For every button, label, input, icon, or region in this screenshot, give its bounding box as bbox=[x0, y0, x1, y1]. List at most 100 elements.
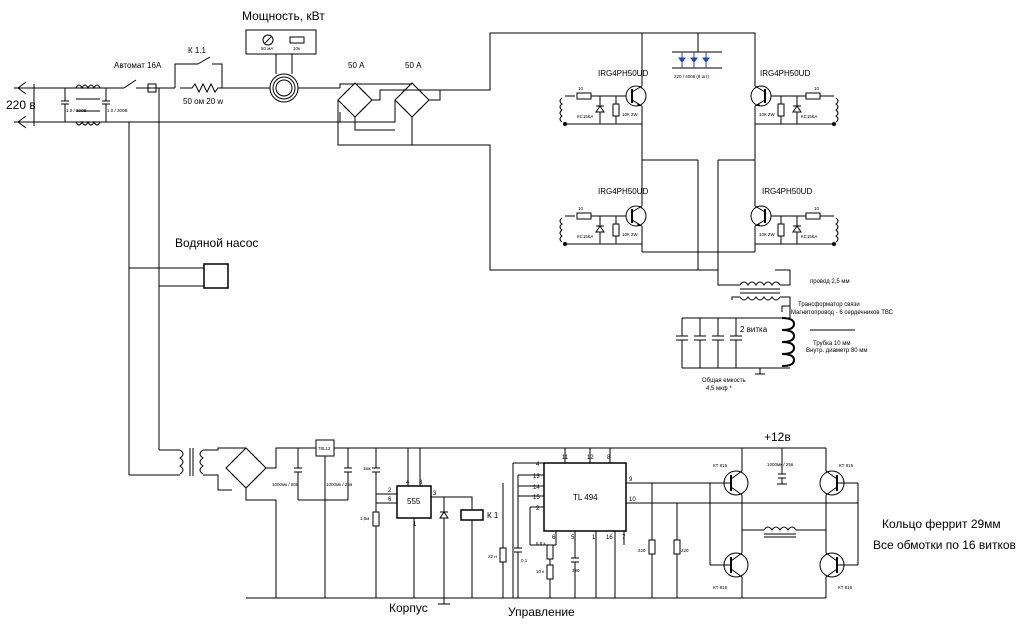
cpwm2-label: 0,1 bbox=[521, 558, 528, 563]
mains-filter-cap-1: 1.0 / 300В bbox=[61, 88, 87, 122]
rg-tl-label: 10 bbox=[578, 86, 584, 91]
coupling-transformer: провод 2,5 мм Трансформатор связи Магнит… bbox=[731, 269, 894, 318]
igbt-tr-label: IRG4PH50UD bbox=[760, 69, 810, 78]
breaker: Автомат 16А bbox=[114, 61, 175, 93]
mains-choke bbox=[75, 84, 101, 126]
timer-555: 555 4 8 2 6 3 1 bbox=[376, 448, 444, 598]
k1-label: К 1 bbox=[487, 511, 499, 520]
gate-driver-bottom-right: 10 КС156А 10К 2W bbox=[755, 206, 839, 246]
supply-caps: 1000мк / 50в 1000мк / 25в bbox=[272, 448, 353, 501]
cpwm3-label: 390 bbox=[572, 568, 580, 573]
pin-tl-6: 6 bbox=[552, 535, 556, 541]
pin-555-8: 8 bbox=[419, 480, 423, 486]
pin-tl-9: 9 bbox=[629, 477, 633, 483]
mains-filter-cap-2: 1.0 / 300В bbox=[102, 88, 128, 122]
pin-555-3: 3 bbox=[433, 491, 437, 497]
relay-contact-k11: К 1.1 bbox=[174, 46, 223, 88]
timer-rc: 1мк 1,5м bbox=[360, 448, 380, 598]
power-meter: 50 мА 10к Мощность, кВт bbox=[242, 9, 340, 103]
zener-tl-label: КС156А bbox=[577, 114, 593, 119]
tl494-label[interactable]: TL 494 bbox=[573, 493, 598, 502]
gate-driver-top-right: 10 КС156А 10К 2W bbox=[755, 86, 839, 126]
zener-bl-label: КС156А bbox=[577, 234, 593, 239]
cap-total-label-1: Общая емкость bbox=[702, 378, 746, 384]
pin-tl-13: 13 bbox=[533, 474, 540, 480]
pin-tl-1: 1 bbox=[592, 535, 596, 541]
pump-label: Водяной насос bbox=[175, 236, 258, 250]
base-resistors: 220 220 bbox=[638, 483, 689, 598]
transistor-kt815-top-left: КТ 815 bbox=[710, 448, 749, 530]
relay-coil-k1: К 1 bbox=[438, 496, 499, 605]
zener-tr-label: КС156А bbox=[801, 114, 817, 119]
ic555-label[interactable]: 555 bbox=[407, 497, 421, 506]
igbt-bl-label: IRG4PH50UD bbox=[598, 187, 648, 196]
pin-tl-2: 2 bbox=[536, 506, 540, 512]
igbt-tl-label: IRG4PH50UD bbox=[598, 69, 648, 78]
igbt-top-left: IRG4PH50UD bbox=[598, 69, 648, 160]
wire-label: провод 2,5 мм bbox=[810, 279, 850, 285]
cfilt2-label: 1000мк / 25в bbox=[326, 482, 353, 487]
pin-tl-11: 11 bbox=[562, 455, 569, 461]
regulator-78l12: 78L12 bbox=[315, 439, 782, 598]
transistor-kt816-bottom-left: КТ 816 bbox=[709, 483, 749, 598]
cpwm1-label: 22 н bbox=[488, 554, 497, 559]
bridge-rectifier-2: 50 А bbox=[394, 61, 430, 118]
zener-br-label: КС156А bbox=[801, 234, 817, 239]
mains-input: 220 в bbox=[6, 81, 340, 129]
pin-555-1: 1 bbox=[413, 522, 417, 528]
gate-drive-transformer bbox=[742, 526, 826, 538]
t2-label: КТ 816 bbox=[713, 585, 728, 590]
pin-tl-5: 5 bbox=[571, 535, 575, 541]
case-label: Корпус bbox=[389, 601, 428, 615]
pin-555-2: 2 bbox=[388, 488, 392, 494]
rpwm2-label: 10 к bbox=[536, 569, 544, 574]
ferrite-ring-note: Кольцо феррит 29мм bbox=[882, 517, 1001, 531]
cap-total-label-2: 4,5 мкф * bbox=[706, 386, 732, 392]
igbt-br-label: IRG4PH50UD bbox=[762, 187, 812, 196]
tl494-timing: 22 н 0,1 6,8 к 10 к 390 bbox=[488, 483, 580, 598]
xfmr-label-1: Трансформатор связи bbox=[798, 302, 860, 308]
cap-bank-top: 220 / 400в (8 шт) bbox=[672, 33, 722, 79]
pin-tl-4: 4 bbox=[536, 462, 540, 468]
bridge-wiring bbox=[337, 32, 718, 271]
pin-tl-10: 10 bbox=[629, 497, 636, 503]
bridge1-label: 50 А bbox=[348, 61, 365, 70]
cfilt1-label: 1000мк / 50в bbox=[272, 482, 299, 487]
rg-tr-label: 10 bbox=[814, 86, 820, 91]
mains-filter-cap-2-label: 1.0 / 300В bbox=[107, 108, 128, 113]
output-cap: 1000мк / 25в +12в bbox=[764, 430, 826, 485]
pin-555-4: 4 bbox=[406, 480, 410, 486]
relay-contact-label: К 1.1 bbox=[188, 46, 207, 55]
transistor-kt815-top-right: КТ 815 bbox=[819, 448, 858, 530]
turns-label: 2 витка bbox=[740, 325, 768, 334]
t1-label: КТ 815 bbox=[713, 463, 728, 468]
rgs-br-label: 10К 2W bbox=[759, 232, 775, 237]
resonant-tank: 2 витка Общая емкость 4,5 мкф * Трубка 1… bbox=[676, 305, 868, 392]
rg-bl-label: 10 bbox=[578, 206, 584, 211]
bridge-rectifier-1: 50 А bbox=[337, 61, 373, 118]
rtiming-label: 1,5м bbox=[360, 516, 369, 521]
pump-feed: Водяной насос bbox=[128, 88, 258, 476]
pwm-tl494: TL 494 4 11 12 8 13 14 15 2 9 10 6 5 1 1… bbox=[512, 448, 858, 598]
transistor-kt816-bottom-right: КТ 816 bbox=[819, 483, 859, 598]
power-label: Мощность, кВт bbox=[242, 9, 325, 23]
gate-driver-bottom-left: 10 КС156А 10К 2W bbox=[559, 206, 642, 246]
rb1-label: 220 bbox=[638, 548, 646, 553]
windings-note: Все обмотки по 16 витков bbox=[873, 538, 1016, 552]
mains-label: 220 в bbox=[6, 98, 36, 112]
meter-r2-label: 10к bbox=[293, 46, 300, 51]
t4-label: КТ 816 bbox=[838, 585, 853, 590]
inrush-resistor-label: 50 ом 20 w bbox=[183, 97, 223, 106]
reg-label: 78L12 bbox=[318, 446, 331, 451]
pin-tl-15: 15 bbox=[533, 495, 540, 501]
rgs-tl-label: 10К 2W bbox=[622, 112, 638, 117]
igbt-bottom-left: IRG4PH50UD bbox=[598, 187, 648, 252]
tube-label-1: Трубка 10 мм bbox=[813, 341, 850, 347]
tube-label-2: Внутр. диаметр 80 мм bbox=[806, 348, 868, 354]
igbt-bottom-right: IRG4PH50UD bbox=[750, 187, 812, 252]
plus12-label: +12в bbox=[764, 430, 791, 444]
cout-label: 1000мк / 25в bbox=[767, 462, 794, 467]
rgs-tr-label: 10К 2W bbox=[759, 112, 775, 117]
t3-label: КТ 815 bbox=[839, 463, 854, 468]
